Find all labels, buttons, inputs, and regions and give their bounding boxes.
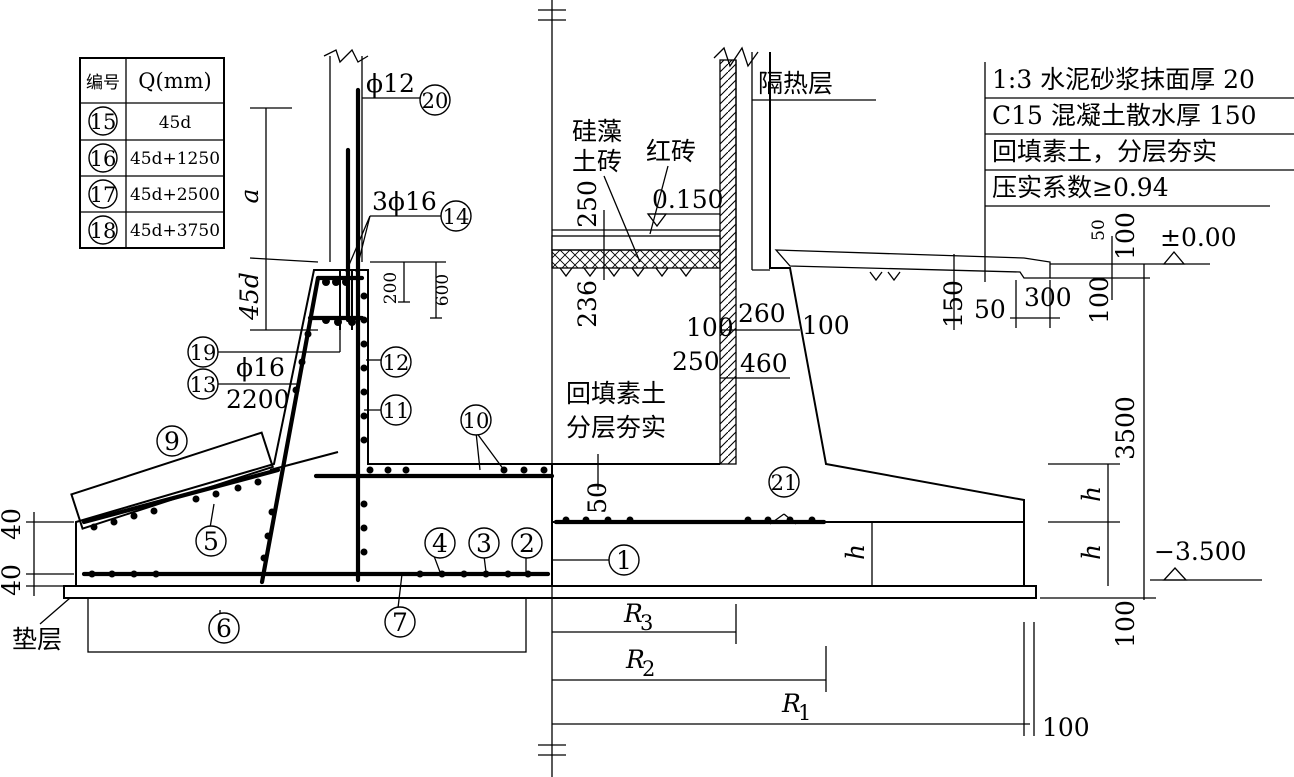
table-row-id: 17: [90, 183, 117, 207]
dim-236: 236: [573, 280, 602, 328]
label-diatomite-1: 硅藻: [572, 117, 622, 146]
callout-label: 6: [216, 614, 232, 643]
dim-h-lower: h: [1077, 544, 1106, 560]
left-footing: [63, 48, 1037, 653]
label-diatomite-2: 土砖: [572, 147, 622, 176]
dim-r1-sub: 1: [798, 701, 811, 725]
dimensions: a 45d 200 600 250 236 100 260 100 250 46…: [0, 107, 1156, 742]
callout-label: 19: [190, 341, 217, 365]
callout-label: 12: [383, 351, 410, 375]
callout-label: 2: [519, 529, 535, 558]
cushion-layer: [63, 585, 1037, 599]
dim-r2: R: [625, 645, 645, 674]
rebar-length-table: 编号 Q(mm) 15 45d 16 45d+1250 17 45d+2500 …: [79, 57, 225, 249]
dim-300: 300: [1024, 283, 1072, 312]
callout-label: 14: [443, 205, 470, 229]
note-line: C15 混凝土散水厚 150: [992, 101, 1257, 130]
table-row-q: 45d+2500: [130, 185, 220, 205]
dim-h-inner: h: [841, 544, 870, 560]
note-line: 1:3 水泥砂浆抹面厚 20: [992, 65, 1255, 94]
table-row-q: 45d+3750: [130, 221, 220, 241]
callout-label: 9: [164, 427, 180, 456]
note-line: 压实系数≥0.94: [992, 173, 1169, 202]
dim-45d: 45d: [235, 272, 264, 321]
label-2200: 2200: [226, 385, 290, 414]
dim-r3-sub: 3: [640, 611, 653, 635]
label-insulation: 隔热层: [758, 69, 833, 98]
dim-h-upper: h: [1077, 486, 1106, 502]
label-backfill-2: 分层夯实: [566, 413, 666, 442]
dim-r1: R: [781, 689, 801, 718]
dim-a: a: [235, 189, 264, 204]
label-backfill-1: 回填素土: [566, 379, 666, 408]
dim-260: 260: [738, 299, 786, 328]
elevation-bottom: −3.500: [1154, 537, 1247, 566]
label-red-brick: 红砖: [646, 137, 696, 166]
callout-label: 21: [771, 471, 798, 495]
dim-100-base: 100: [1111, 600, 1140, 648]
label-phi12: ϕ12: [366, 69, 415, 98]
callout-label: 13: [190, 373, 217, 397]
dim-100-col: 100: [802, 311, 850, 340]
dim-460: 460: [740, 349, 788, 378]
label-cushion: 垫层: [12, 625, 62, 654]
callout-label: 3: [476, 529, 492, 558]
callout-label: 20: [422, 89, 449, 113]
right-footing: [551, 46, 1150, 586]
dim-100-wall: 100: [686, 313, 734, 342]
callout-label: 7: [392, 608, 408, 637]
diatomite-brick-layer: [551, 249, 721, 269]
dim-250-wall: 250: [672, 347, 720, 376]
dim-250-floor: 250: [573, 180, 602, 228]
callout-label: 4: [432, 529, 448, 558]
rebar-slope: [81, 467, 281, 525]
center-axis: [538, 0, 566, 777]
notes-block: 1:3 水泥砂浆抹面厚 20 C15 混凝土散水厚 150 回填素土，分层夯实 …: [984, 62, 1294, 282]
dim-100-end: 100: [1042, 713, 1090, 742]
dim-3500: 3500: [1111, 396, 1140, 460]
insulation-wall: [719, 59, 737, 465]
table-row-id: 18: [90, 219, 117, 243]
dim-100-pave: 100: [1111, 212, 1140, 260]
table-row-id: 15: [90, 110, 117, 134]
dim-150: 150: [939, 280, 968, 328]
dim-r3: R: [623, 599, 643, 628]
label-phi16: ϕ16: [236, 353, 285, 382]
dim-100-right: 100: [1085, 276, 1114, 324]
dim-r2-sub: 2: [642, 657, 655, 681]
dim-40-bottom: 40: [0, 564, 26, 596]
elevation-zero: ±0.00: [1160, 223, 1237, 252]
callout-label: 5: [203, 527, 219, 556]
dim-50-edge: 50: [974, 295, 1006, 324]
table-row-q: 45d+1250: [130, 149, 220, 169]
dim-50-top: 50: [1089, 219, 1109, 241]
dim-40-top: 40: [0, 508, 26, 540]
dim-50-slab: 50: [583, 482, 612, 514]
table-header-id: 编号: [86, 73, 120, 93]
table-row-q: 45d: [159, 113, 192, 133]
table-row-id: 16: [90, 147, 117, 171]
callout-label: 11: [383, 399, 410, 423]
callout-label: 10: [463, 409, 490, 433]
label-3phi16: 3ϕ16: [372, 187, 437, 216]
callouts: 1 2 3 4 5 6 7 9 10 11 12 13 14 19 20 21: [156, 84, 800, 644]
rebar-incline: [259, 275, 321, 585]
pile-cap-block: [87, 597, 527, 653]
callout-label: 1: [616, 546, 632, 575]
text-labels: ϕ12 3ϕ16 ϕ16 2200 垫层 隔热层 硅藻 土砖 红砖 0.150 …: [12, 69, 1262, 654]
dim-600: 600: [433, 274, 453, 306]
note-line: 回填素土，分层夯实: [992, 137, 1217, 166]
elevation-top: 0.150: [652, 185, 724, 214]
table-header-q: Q(mm): [138, 69, 211, 93]
dim-200: 200: [381, 272, 401, 304]
